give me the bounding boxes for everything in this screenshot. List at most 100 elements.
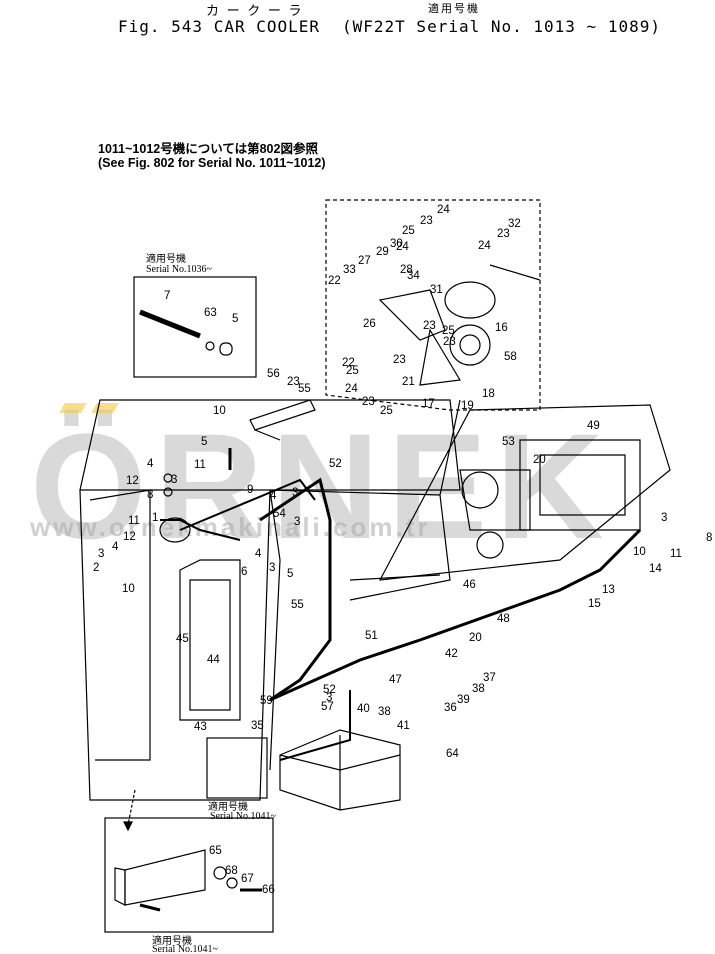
callout-9: 9: [247, 484, 254, 496]
callout-67: 67: [241, 873, 254, 885]
callout-5: 5: [201, 436, 208, 448]
callout-46: 46: [463, 579, 476, 591]
callout-23-4: 23: [362, 396, 375, 408]
callout-3-4: 3: [326, 692, 333, 704]
callout-22-2: 22: [342, 357, 355, 369]
callout-36: 36: [444, 702, 457, 714]
callout-57: 57: [321, 701, 334, 713]
callout-33: 33: [343, 264, 356, 276]
note-jp: 1011~1012号機については第802図参照: [98, 142, 318, 156]
inset-mid-serial: Serial No.1041~: [210, 811, 276, 822]
figure-title: Fig. 543 CAR COOLER: [118, 17, 321, 36]
callout-55-2: 55: [291, 599, 304, 611]
callout-24-3: 24: [345, 383, 358, 395]
inset-box-serial-1036: [133, 276, 257, 378]
callout-38: 38: [472, 683, 485, 695]
callout-8: 8: [147, 489, 154, 501]
callout-31: 31: [430, 284, 443, 296]
callout-37: 37: [483, 672, 496, 684]
callout-42: 42: [445, 648, 458, 660]
callout-24-4: 24: [396, 241, 409, 253]
callout-6: 6: [241, 566, 248, 578]
callout-18: 18: [482, 388, 495, 400]
callout-40: 40: [357, 703, 370, 715]
jp-title: カ ー ク ー ラ: [206, 3, 304, 18]
callout-19: 19: [461, 400, 474, 412]
inset-top-left-serial: Serial No.1036~: [146, 264, 212, 275]
compressor-detail-box: [325, 199, 541, 411]
callout-64: 64: [446, 748, 459, 760]
callout-23-6: 23: [393, 354, 406, 366]
callout-32: 32: [508, 218, 521, 230]
callout-4-3: 4: [255, 548, 262, 560]
callout-23: 23: [420, 215, 433, 227]
callout-4-2: 4: [112, 541, 119, 553]
callout-4-4: 4: [270, 490, 277, 502]
inset-bottom-jp: 適用号機: [152, 936, 192, 947]
jp-applicable-label: 適用号機: [428, 3, 480, 15]
callout-59: 59: [260, 695, 273, 707]
callout-23-7: 23: [423, 320, 436, 332]
callout-25: 25: [402, 225, 415, 237]
callout-48: 48: [497, 613, 510, 625]
callout-3-7: 3: [292, 487, 299, 499]
inset-bottom-serial: Serial No.1041~: [152, 944, 218, 954]
callout-39: 39: [457, 694, 470, 706]
callout-4: 4: [147, 458, 154, 470]
callout-56: 56: [267, 368, 280, 380]
callout-41: 41: [397, 720, 410, 732]
callout-11-2: 11: [128, 515, 140, 527]
callout-68: 68: [225, 865, 238, 877]
callout-13: 13: [602, 584, 615, 596]
callout-2: 2: [93, 562, 100, 574]
callout-20-2: 20: [469, 632, 482, 644]
callout-10-2: 10: [122, 583, 135, 595]
callout-3-3: 3: [294, 516, 301, 528]
callout-3-5: 3: [661, 512, 668, 524]
inset-top-left-jp: 適用号機: [146, 254, 186, 265]
callout-49: 49: [587, 420, 600, 432]
callout-12: 12: [126, 475, 139, 487]
callout-22: 22: [328, 275, 341, 287]
callout-17: 17: [422, 398, 435, 410]
callout-15: 15: [588, 598, 601, 610]
callout-5-3: 5: [287, 568, 294, 580]
note-en: (See Fig. 802 for Serial No. 1011~1012): [98, 156, 326, 170]
callout-14: 14: [649, 563, 662, 575]
watermark-brand: ÖRNEK: [30, 402, 612, 570]
serial-range: (WF22T Serial No. 1013 ~ 1089): [342, 17, 661, 36]
callout-21: 21: [402, 376, 415, 388]
callout-26: 26: [363, 318, 376, 330]
callout-16: 16: [495, 322, 508, 334]
callout-58: 58: [504, 351, 517, 363]
callout-5-2: 5: [232, 313, 239, 325]
callout-23-3: 23: [287, 376, 300, 388]
callout-66: 66: [262, 884, 275, 896]
callout-24: 24: [437, 204, 450, 216]
callout-51: 51: [365, 630, 378, 642]
callout-45: 45: [176, 633, 189, 645]
callout-65: 65: [209, 845, 222, 857]
callout-30: 30: [390, 238, 403, 250]
callout-11: 11: [194, 459, 206, 471]
callout-34: 34: [407, 270, 420, 282]
callout-3: 3: [98, 548, 105, 560]
callout-44: 44: [207, 654, 220, 666]
callout-7: 7: [164, 290, 171, 302]
callout-8-2: 8: [706, 532, 713, 544]
callout-27: 27: [358, 255, 371, 267]
callout-11-3: 11: [670, 548, 682, 560]
callout-35: 35: [251, 720, 264, 732]
callout-55: 55: [298, 383, 311, 395]
callout-12-2: 12: [123, 531, 136, 543]
inset-mid-jp: 適用号機: [208, 802, 248, 813]
callout-53: 53: [502, 436, 515, 448]
callout-1: 1: [152, 512, 159, 524]
callout-43: 43: [194, 721, 207, 733]
callout-10: 10: [213, 405, 226, 417]
callout-25-3: 25: [346, 365, 359, 377]
callout-23-2: 23: [497, 228, 510, 240]
callout-52-2: 52: [323, 684, 336, 696]
